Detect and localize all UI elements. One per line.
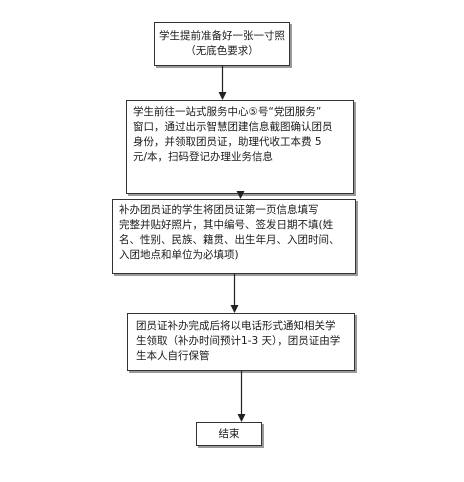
step-line: 生本人自行保管 [136, 350, 210, 362]
step-notify-pickup: 团员证补办完成后将以电话形式通知相关学 生领取（补办时间预计1-3 天），团员证… [127, 313, 355, 371]
step-line: 学生提前准备好一张一寸照 [159, 30, 285, 42]
step-line: 结束 [218, 427, 240, 440]
step-prepare-photo: 学生提前准备好一张一寸照 （无底色要求） [154, 22, 290, 66]
step-line: 生领取（补办时间预计1-3 天），团员证由学 [136, 335, 341, 347]
step-line: （无底色要求） [185, 45, 259, 57]
step-line: 元/本，扫码登记办理业务信息 [133, 151, 274, 163]
step-line: 窗口，通过出示智慧团建信息截图确认团员 [133, 121, 333, 133]
step-line: 补办团员证的学生将团员证第一页信息填写 [119, 204, 319, 216]
step-line: 团员证补办完成后将以电话形式通知相关学 [136, 320, 336, 332]
step-line: 入团地点和单位为必填项) [119, 249, 239, 261]
step-end: 结束 [196, 422, 262, 446]
step-line: 名、性别、民族、籍贯、出生年月、入团时间、 [119, 234, 340, 246]
step-visit-service-window: 学生前往一站式服务中心⑤号“党团服务” 窗口，通过出示智慧团建信息截图确认团员 … [126, 100, 354, 194]
step-line: 身份，并领取团员证，助理代收工本费 5 [133, 136, 322, 148]
step-line: 学生前往一站式服务中心⑤号“党团服务” [133, 106, 322, 118]
step-line: 完整并贴好照片，其中编号、签发日期不填(姓 [119, 219, 334, 231]
step-fill-certificate: 补办团员证的学生将团员证第一页信息填写 完整并贴好照片，其中编号、签发日期不填(… [112, 199, 356, 274]
